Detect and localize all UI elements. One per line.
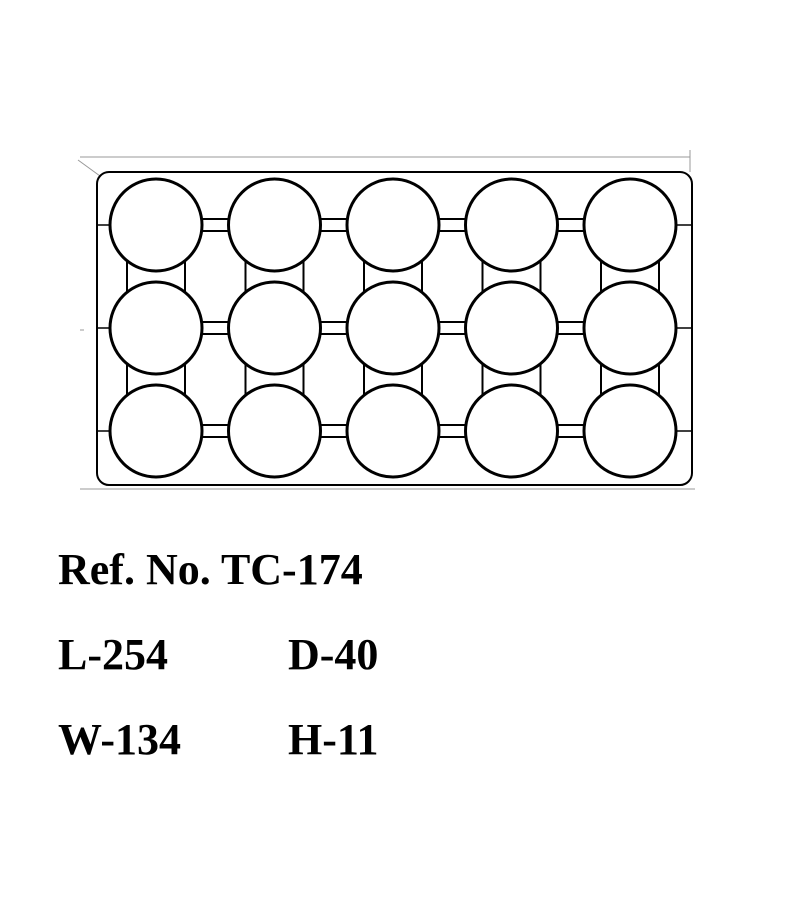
mould-cavity [582, 177, 678, 273]
mould-cavity [345, 177, 441, 273]
width-spec: W-134 [58, 715, 182, 764]
mould-tray-drawing [77, 150, 695, 490]
mould-cavity [227, 280, 322, 376]
mould-cavity [582, 280, 678, 376]
height-spec: H-11 [288, 715, 379, 764]
mould-cavity [227, 383, 322, 479]
dimension-lines [77, 150, 695, 490]
mould-cavities [108, 177, 678, 479]
mould-cavity [345, 280, 441, 376]
mould-cavity [108, 280, 204, 376]
mould-cavity [464, 280, 559, 376]
mould-cavity [108, 177, 204, 273]
connector-bars [97, 218, 692, 438]
length-spec: L-254 [58, 630, 168, 679]
mould-cavity [345, 383, 441, 479]
mould-cavity [227, 177, 322, 273]
reference-number: Ref. No. TC-174 [58, 545, 363, 594]
mould-cavity [582, 383, 678, 479]
mould-cavity [464, 177, 559, 273]
mould-cavity [108, 383, 204, 479]
dimension-leader-top-left [77, 159, 101, 177]
depth-spec: D-40 [288, 630, 379, 679]
mould-cavity [464, 383, 559, 479]
